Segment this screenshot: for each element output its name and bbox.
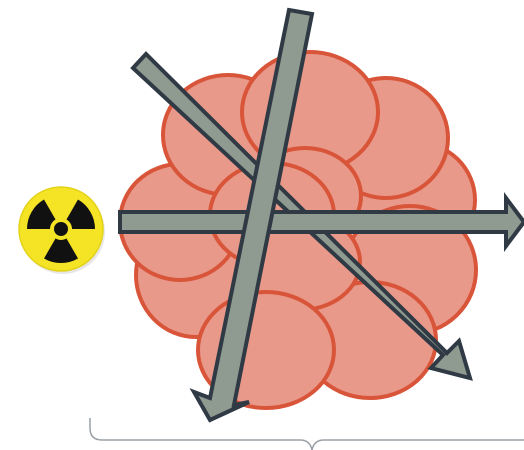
bottom-bracket bbox=[90, 418, 524, 450]
radiation-trefoil-icon bbox=[19, 187, 105, 274]
